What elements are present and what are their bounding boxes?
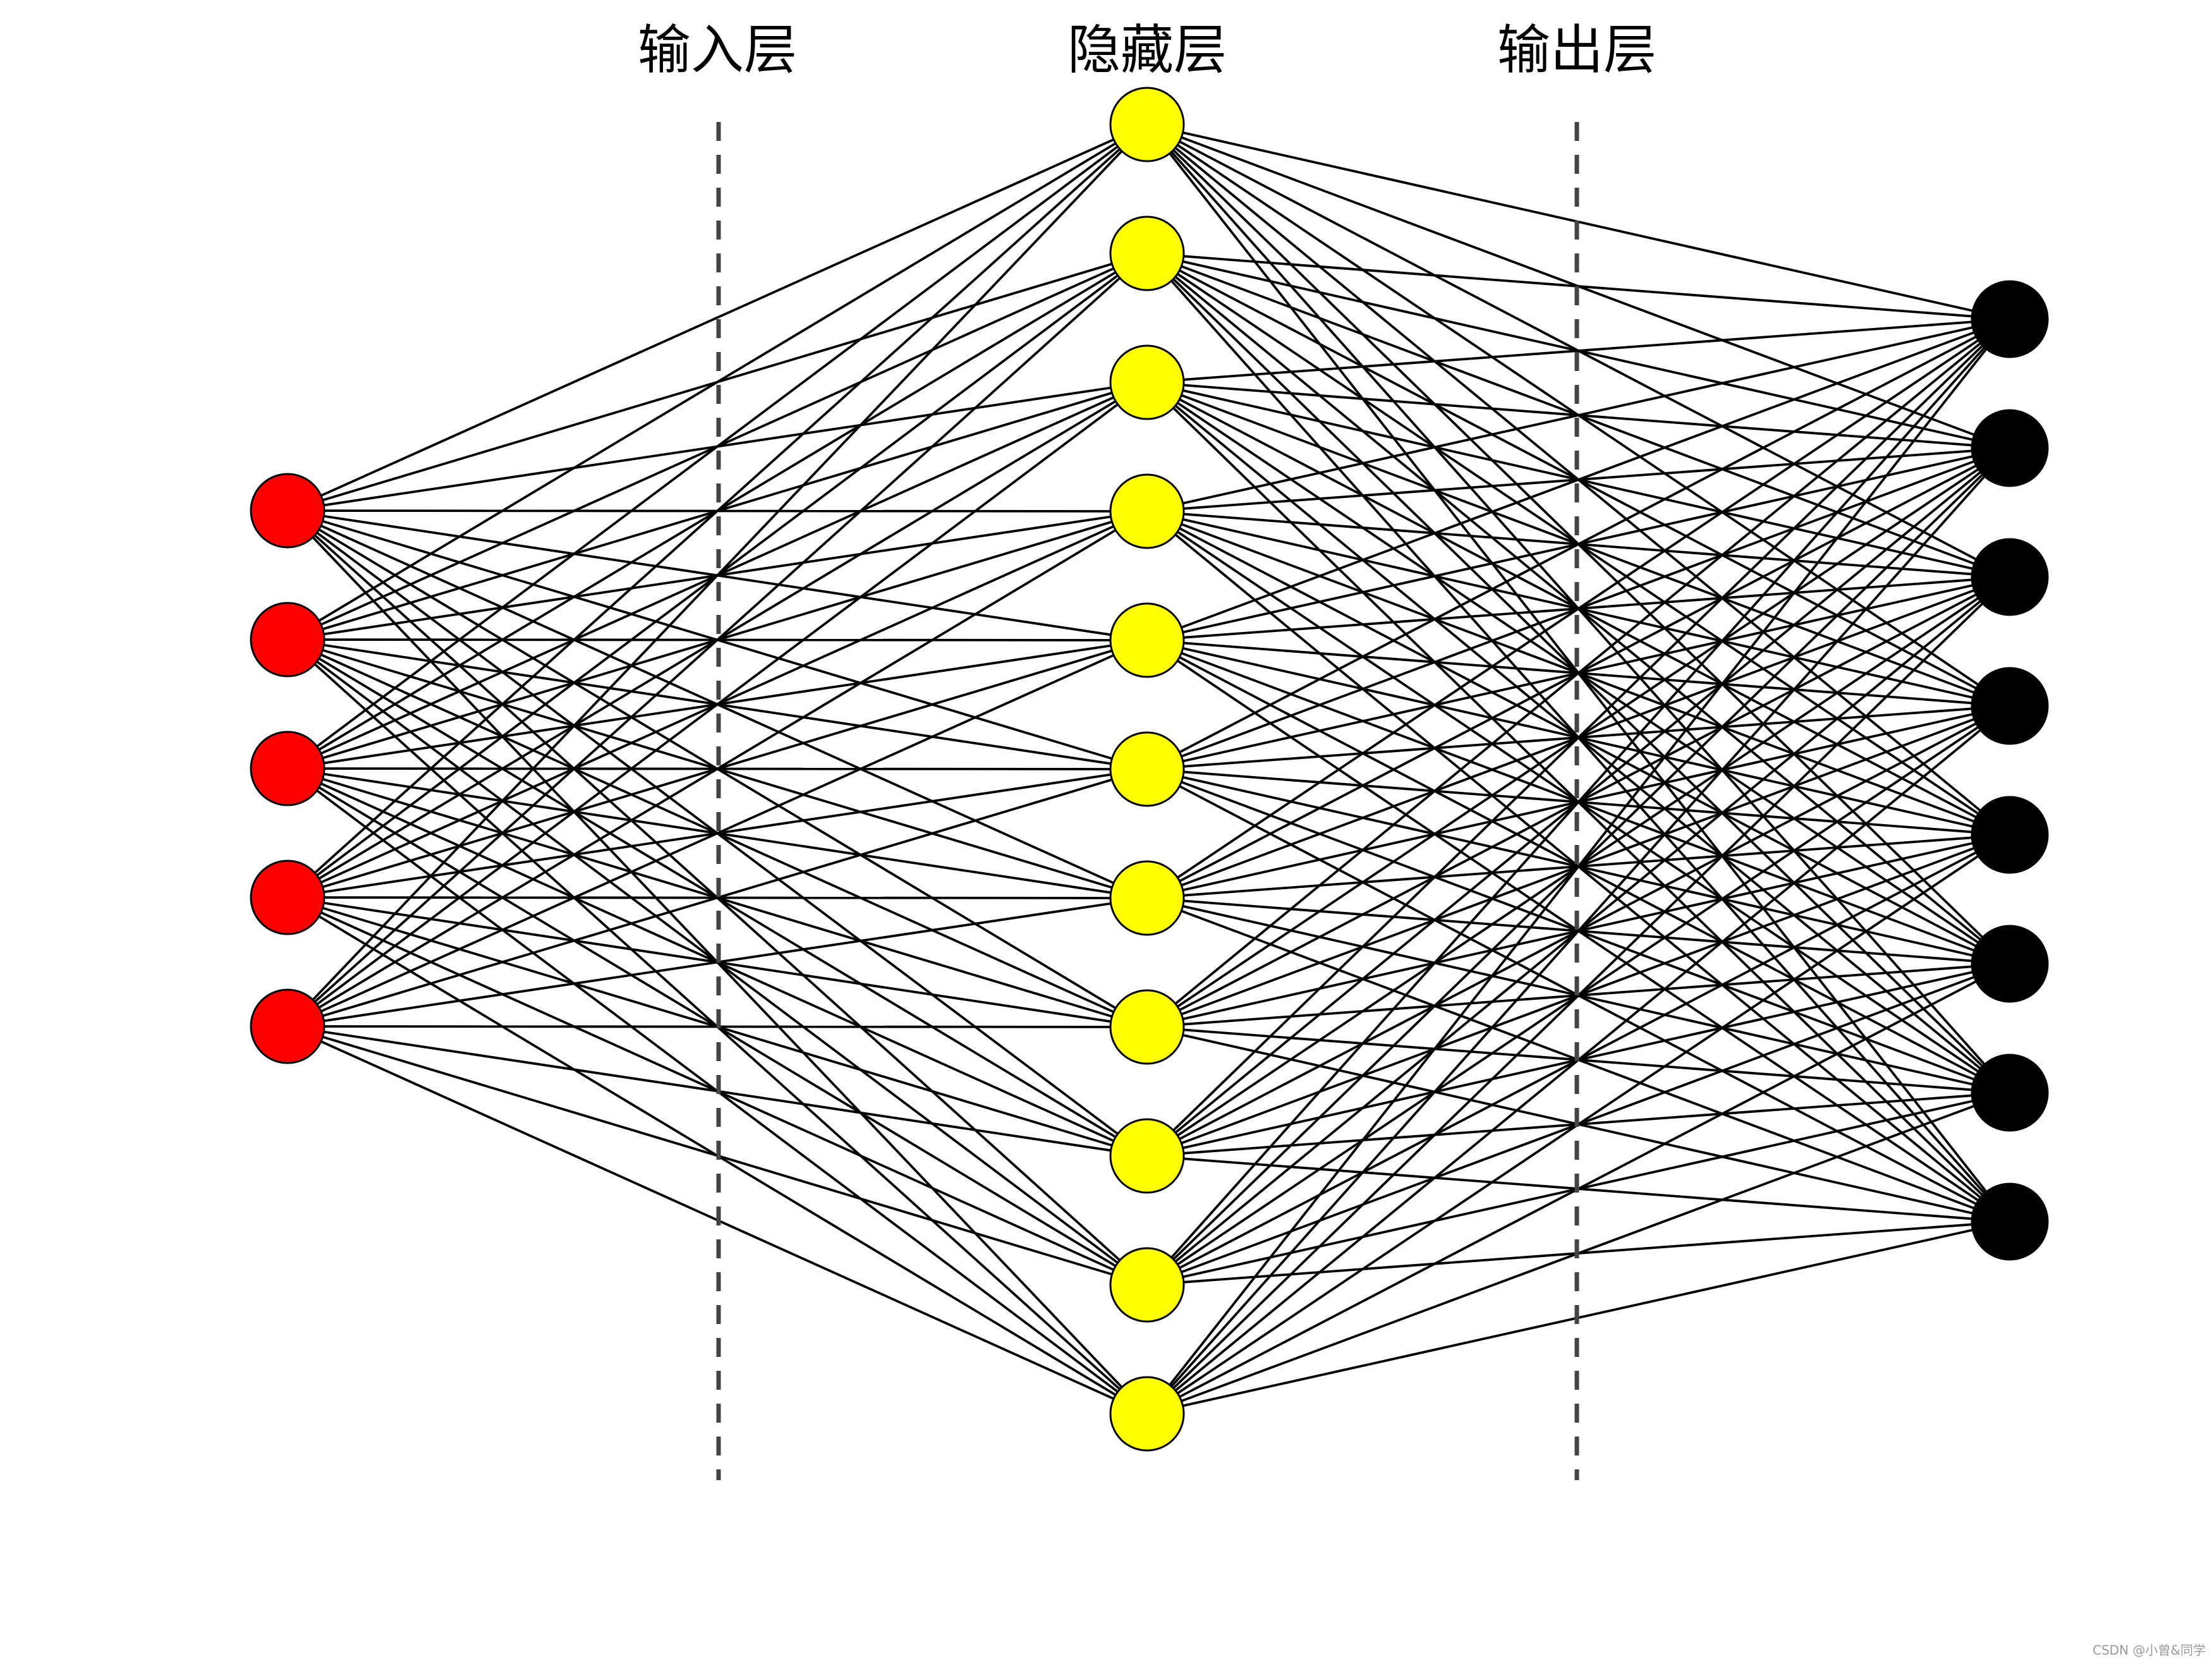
edge-input-5-hidden-5: [287, 639, 1148, 1028]
edge-hidden-5-output-1: [1146, 318, 2010, 641]
hidden-node-1: [1109, 87, 1185, 162]
hidden-node-10: [1109, 1247, 1185, 1323]
edge-hidden-3-output-1: [1146, 318, 2010, 384]
edge-hidden-7-output-1: [1146, 318, 2011, 899]
edge-input-3-hidden-1: [286, 123, 1148, 770]
hidden-node-8: [1109, 989, 1185, 1065]
edge-input-5-hidden-2: [286, 252, 1148, 1028]
layer-dividers: [716, 122, 1579, 1480]
edge-hidden-9-output-1: [1146, 318, 2011, 1157]
input-node-5: [250, 988, 325, 1064]
neurons: [250, 87, 2049, 1452]
edge-input-5-hidden-6: [287, 768, 1148, 1028]
hidden-node-5: [1109, 602, 1185, 678]
output-node-4: [1971, 667, 2049, 745]
output-node-2: [1971, 409, 2049, 487]
output-node-1: [1971, 280, 2049, 358]
connections: [286, 123, 2011, 1415]
hidden-node-7: [1109, 860, 1185, 936]
edge-hidden-6-output-1: [1146, 318, 2010, 770]
edge-input-5-hidden-3: [286, 381, 1148, 1028]
input-node-4: [250, 860, 325, 935]
edge-input-1-hidden-1: [287, 123, 1148, 512]
output-node-8: [1971, 1182, 2049, 1261]
output-node-7: [1971, 1054, 2049, 1132]
edge-input-4-hidden-1: [286, 123, 1148, 899]
hidden-node-9: [1109, 1118, 1185, 1194]
edge-hidden-4-output-1: [1146, 318, 2010, 513]
hidden-node-4: [1109, 473, 1185, 549]
input-node-1: [250, 473, 325, 549]
edge-input-2-hidden-1: [287, 123, 1148, 641]
output-layer-label: 输出层: [1497, 19, 1656, 81]
hidden-node-11: [1109, 1376, 1185, 1452]
input-node-3: [250, 731, 325, 806]
edge-hidden-10-output-1: [1146, 318, 2011, 1286]
input-node-2: [250, 602, 325, 678]
output-node-6: [1971, 925, 2049, 1003]
edge-input-5-hidden-4: [287, 510, 1148, 1028]
hidden-layer-label: 隐藏层: [1067, 19, 1227, 81]
hidden-node-2: [1109, 216, 1185, 291]
watermark: CSDN @小曾&同学: [2093, 1643, 2206, 1658]
edge-hidden-11-output-1: [1146, 318, 2011, 1415]
hidden-node-3: [1109, 344, 1185, 420]
edge-input-5-hidden-1: [286, 123, 1148, 1028]
edge-hidden-8-output-1: [1146, 318, 2011, 1028]
output-node-3: [1971, 538, 2049, 616]
output-node-5: [1971, 796, 2049, 874]
input-layer-label: 输入层: [638, 19, 797, 81]
hidden-node-6: [1109, 731, 1185, 807]
edge-hidden-11-output-2: [1146, 447, 2011, 1415]
